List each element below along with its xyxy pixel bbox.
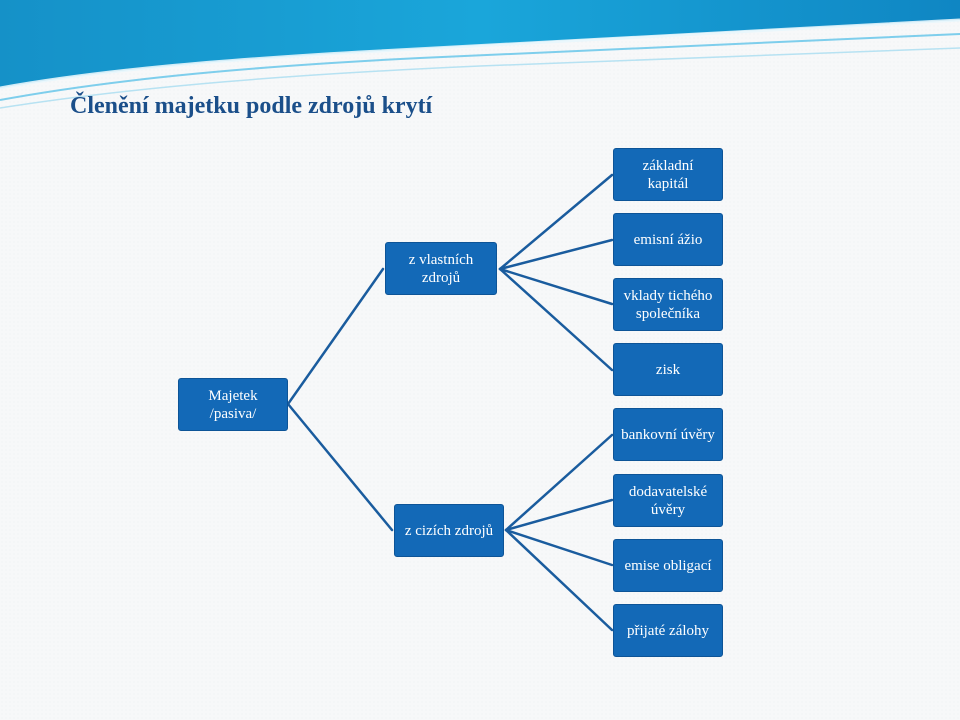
connector-foreign-advances <box>504 528 614 632</box>
connector-own-profit <box>498 267 614 372</box>
node-profit: zisk <box>613 343 723 396</box>
node-bond-issue: emise obligací <box>613 539 723 592</box>
node-own-sources: z vlastních zdrojů <box>385 242 497 295</box>
slide-title: Členění majetku podle zdrojů krytí <box>70 93 433 119</box>
node-root-assets: Majetek /pasiva/ <box>178 378 288 431</box>
node-advances-received: přijaté zálohy <box>613 604 723 657</box>
connector-root-foreign <box>286 402 394 532</box>
connector-foreign-supplier-credits <box>504 498 614 532</box>
node-foreign-sources: z cizích zdrojů <box>394 504 504 557</box>
connector-own-base-capital <box>498 173 614 271</box>
connector-root-own <box>286 267 385 406</box>
connector-foreign-bonds <box>504 528 614 567</box>
header-wave-decoration <box>0 0 960 109</box>
node-base-capital: základní kapitál <box>613 148 723 201</box>
node-bank-loans: bankovní úvěry <box>613 408 723 461</box>
node-supplier-credits: dodavatelské úvěry <box>613 474 723 527</box>
connector-own-share-premium <box>498 238 614 271</box>
node-share-premium: emisní ážio <box>613 213 723 266</box>
node-silent-partner-deposits: vklady tichého společníka <box>613 278 723 331</box>
connector-foreign-bank-loans <box>504 433 614 532</box>
connector-own-silent-partner <box>498 267 614 306</box>
